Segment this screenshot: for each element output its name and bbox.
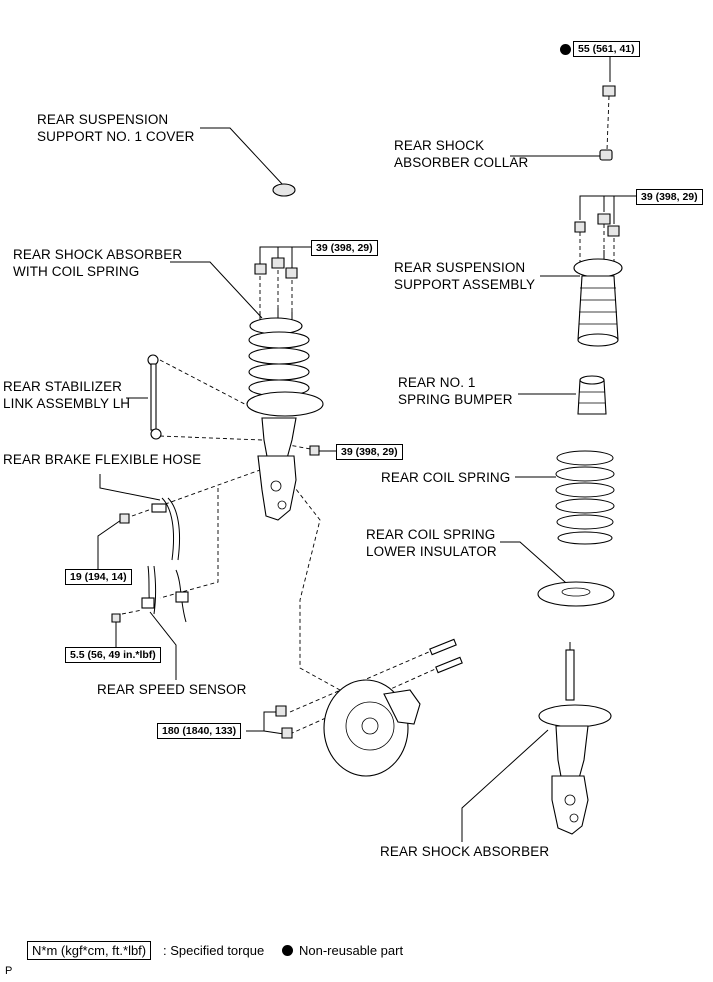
collar-drawing: [599, 149, 613, 161]
legend-nonreusable-text: Non-reusable part: [299, 943, 404, 958]
label-speed-sensor: REAR SPEED SENSOR: [97, 682, 247, 697]
torque-sensor-bolt: 5.5 (56, 49 in.*lbf): [65, 647, 161, 663]
support-nut-drawing: [574, 221, 586, 233]
legend-unit-desc: : Specified torque: [163, 943, 265, 958]
backing-plate-drawing: [323, 679, 421, 777]
label-collar-line1: REAR SHOCK: [394, 138, 485, 153]
label-coil-spring: REAR COIL SPRING: [381, 470, 511, 485]
label-absorber-with-spring-line1: REAR SHOCK ABSORBER: [13, 247, 183, 262]
brake-hose-drawing: [151, 497, 181, 561]
label-cover-line2: SUPPORT NO. 1 COVER: [37, 129, 195, 144]
legend-unit-box: N*m (kgf*cm, ft.*lbf): [27, 941, 152, 960]
label-absorber-with-spring-line2: WITH COIL SPRING: [13, 264, 140, 279]
coil-spring-drawing: [555, 450, 615, 545]
hose-bolt-drawing: [119, 513, 130, 524]
label-cover: REAR SUSPENSION SUPPORT NO. 1 COVER: [37, 111, 194, 145]
label-shock-absorber: REAR SHOCK ABSORBER: [380, 844, 550, 859]
nonreusable-marker-icon: [560, 44, 571, 55]
spring-bumper-drawing: [577, 375, 607, 415]
knuckle-nut-drawing: [281, 727, 293, 739]
label-support-assembly-line2: SUPPORT ASSEMBLY: [394, 277, 536, 292]
torque-link-nut: 39 (398, 29): [336, 444, 403, 460]
label-lower-insulator-line1: REAR COIL SPRING: [366, 527, 496, 542]
label-support-assembly-line1: REAR SUSPENSION: [394, 260, 526, 275]
label-collar: REAR SHOCK ABSORBER COLLAR: [394, 137, 528, 171]
label-brake-hose: REAR BRAKE FLEXIBLE HOSE: [3, 452, 202, 467]
label-stabilizer-link: REAR STABILIZER LINK ASSEMBLY LH: [3, 378, 130, 412]
sensor-bolt-drawing: [111, 613, 121, 623]
bare-shock-absorber-drawing: [538, 642, 612, 835]
stabilizer-link-drawing: [147, 354, 162, 440]
torque-support-nuts: 39 (398, 29): [636, 189, 703, 205]
label-stabilizer-link-line1: REAR STABILIZER: [3, 379, 123, 394]
corner-code: P: [5, 965, 13, 977]
label-spring-bumper-line2: SPRING BUMPER: [398, 392, 513, 407]
torque-hose-bolt: 19 (194, 14): [65, 569, 132, 585]
torque-top-nut: 55 (561, 41): [573, 41, 640, 57]
label-absorber-with-spring: REAR SHOCK ABSORBER WITH COIL SPRING: [13, 246, 182, 280]
support-nut-drawing: [597, 213, 611, 225]
speed-sensor-drawing: [141, 565, 189, 623]
lower-insulator-drawing: [537, 581, 615, 607]
label-spring-bumper: REAR NO. 1 SPRING BUMPER: [398, 374, 513, 408]
leader-lines: [97, 57, 636, 842]
torque-upper-nuts: 39 (398, 29): [311, 240, 378, 256]
legend-nonreusable-icon: [282, 945, 293, 956]
label-lower-insulator: REAR COIL SPRING LOWER INSULATOR: [366, 526, 497, 560]
label-collar-line2: ABSORBER COLLAR: [394, 155, 529, 170]
label-support-assembly: REAR SUSPENSION SUPPORT ASSEMBLY: [394, 259, 535, 293]
torque-knuckle-bolts: 180 (1840, 133): [157, 723, 242, 739]
knuckle-bolts-drawing: [429, 638, 463, 674]
cover-drawing: [272, 183, 296, 197]
assembly-lines: [121, 95, 615, 735]
label-spring-bumper-line1: REAR NO. 1: [398, 375, 476, 390]
link-nut-drawing: [309, 445, 320, 456]
shock-absorber-with-spring-drawing: [246, 257, 324, 521]
knuckle-nut-drawing: [275, 705, 287, 717]
label-cover-line1: REAR SUSPENSION: [37, 112, 169, 127]
support-nut-drawing: [607, 225, 620, 237]
label-lower-insulator-line2: LOWER INSULATOR: [366, 544, 497, 559]
support-assembly-drawing: [573, 250, 623, 347]
top-nut-drawing: [602, 85, 616, 97]
label-stabilizer-link-line2: LINK ASSEMBLY LH: [3, 396, 131, 411]
